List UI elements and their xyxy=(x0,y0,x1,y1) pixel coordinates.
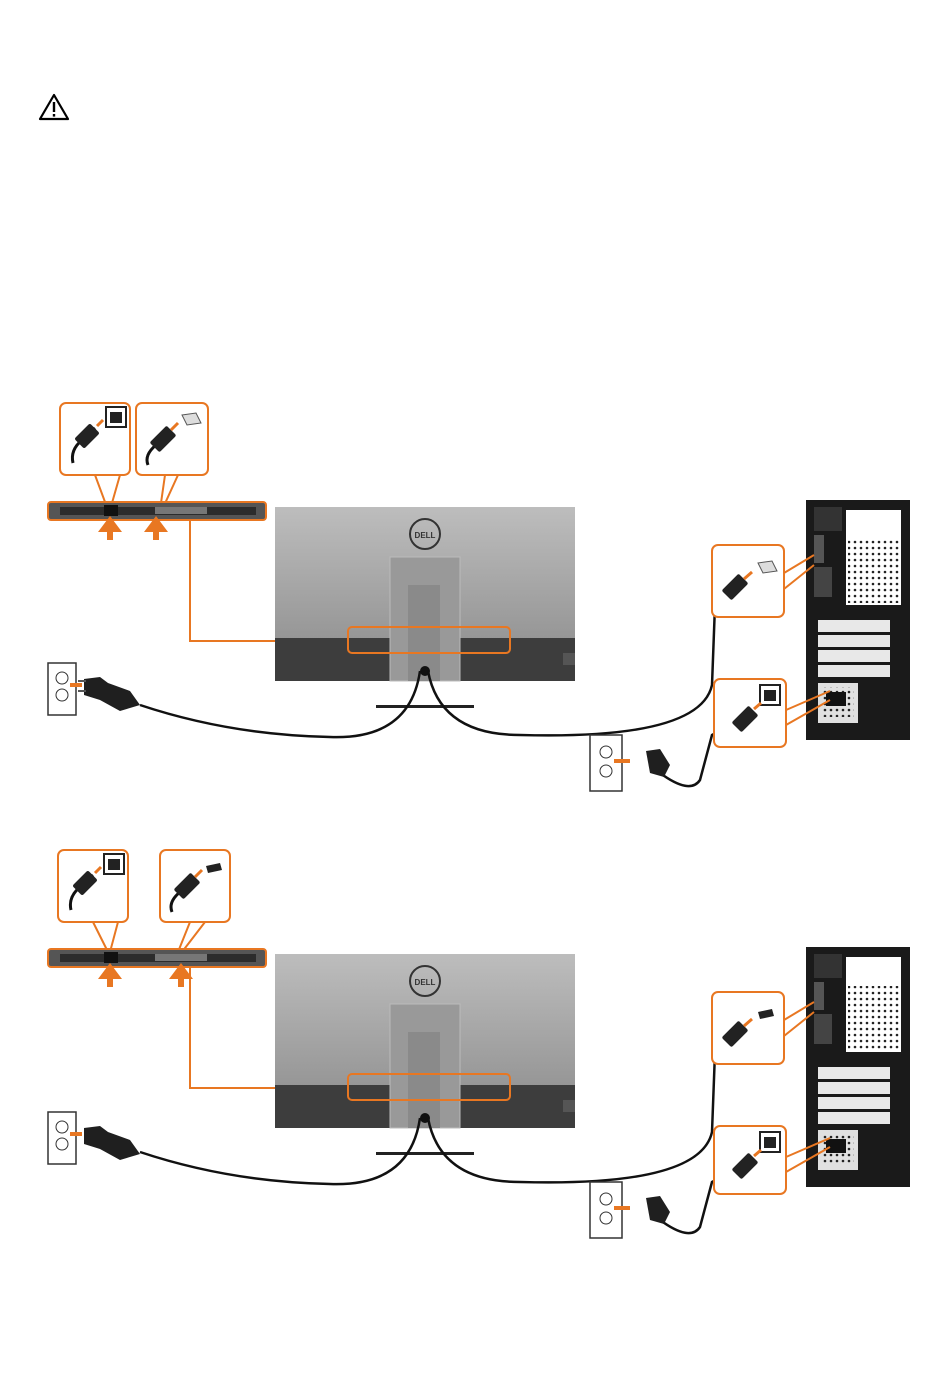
monitor-back: DELL xyxy=(275,954,575,1155)
power-plug-icon xyxy=(84,677,140,711)
dell-logo-text: DELL xyxy=(415,978,436,987)
pc-hdmi-callout xyxy=(712,992,814,1064)
power-port-callout xyxy=(60,403,130,475)
arrow-up-icon xyxy=(104,968,116,987)
wall-outlet-monitor xyxy=(48,663,140,715)
warning-triangle-icon xyxy=(38,93,70,121)
monitor-port-panel xyxy=(48,502,266,520)
connection-diagram-displayport: DELL xyxy=(0,395,950,815)
displayport-callout xyxy=(136,403,208,475)
wall-outlet-monitor xyxy=(48,1112,140,1164)
arrow-up-icon xyxy=(150,521,162,540)
hdmi-callout xyxy=(160,850,230,922)
dell-logo-text: DELL xyxy=(415,531,436,540)
arrow-up-icon xyxy=(104,521,116,540)
monitor-back: DELL xyxy=(275,507,575,708)
connection-diagram-hdmi: DELL xyxy=(0,840,950,1260)
wall-outlet-pc xyxy=(590,1182,670,1238)
pc-displayport-callout xyxy=(712,545,814,617)
wall-outlet-pc xyxy=(590,735,670,791)
monitor-port-panel xyxy=(48,949,266,967)
power-port-callout xyxy=(58,850,128,922)
arrow-up-icon xyxy=(175,968,187,987)
